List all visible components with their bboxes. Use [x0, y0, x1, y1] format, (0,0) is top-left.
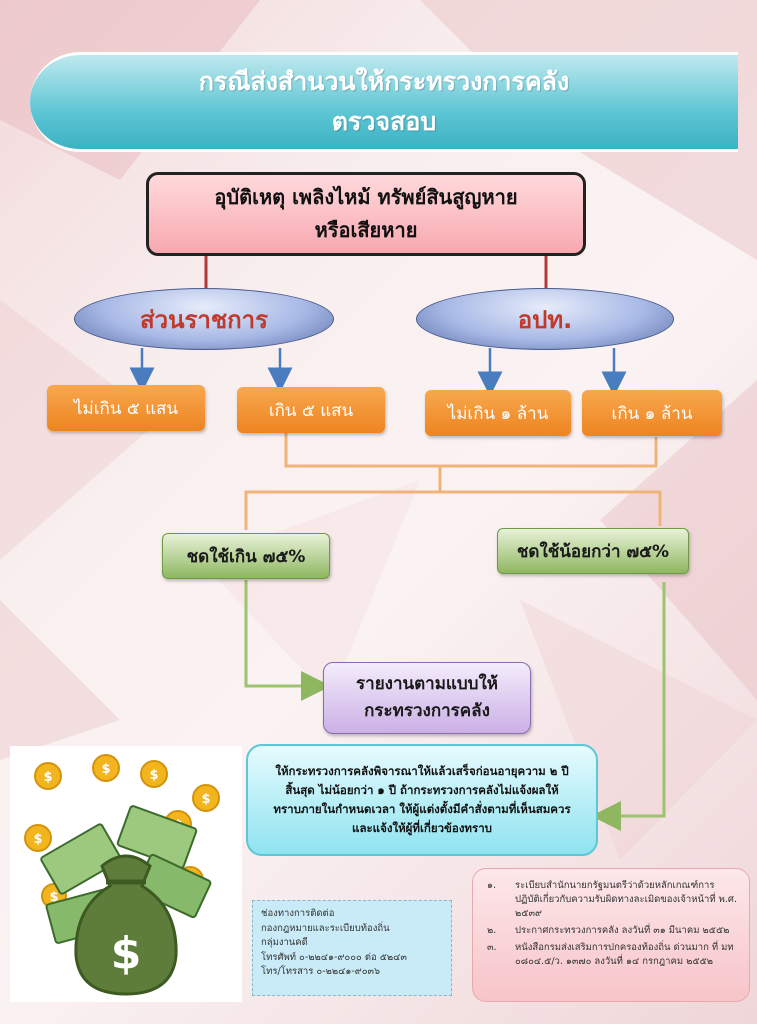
compensation-over-label: ชดใช้เกิน ๗๕% [186, 546, 306, 567]
category-government-agency: ส่วนราชการ [74, 288, 334, 350]
note-box: ให้กระทรวงการคลังพิจารณาให้แล้วเสร็จก่อน… [246, 744, 598, 856]
category-local-admin: อปท. [416, 288, 674, 350]
threshold-box-4: เกิน ๑ ล้าน [582, 390, 722, 436]
threshold-box-3: ไม่เกิน ๑ ล้าน [425, 390, 571, 436]
threshold-label-2: เกิน ๕ แสน [268, 400, 354, 421]
reference-number: ๓. [487, 942, 497, 953]
compensation-over-box: ชดใช้เกิน ๗๕% [162, 533, 330, 579]
reference-text: หนังสือกรมส่งเสริมการปกครองท้องถิ่น ด่วน… [515, 942, 734, 967]
contact-box: ช่องทางการติดต่อ กองกฎหมายและระเบียบท้อง… [252, 900, 452, 996]
reference-item: ๓. หนังสือกรมส่งเสริมการปกครองท้องถิ่น ด… [487, 941, 739, 969]
reference-text: ระเบียบสำนักนายกรัฐมนตรีว่าด้วยหลักเกณฑ์… [515, 880, 737, 919]
contact-line3: กลุ่มงานคดี [261, 937, 308, 948]
arrow-under-to-note [591, 582, 666, 831]
svg-text:$: $ [43, 770, 52, 785]
compensation-under-box: ชดใช้น้อยกว่า ๗๕% [497, 528, 689, 574]
note-line2: สิ้นสุด ไม่น้อยกว่า ๑ ปี ถ้ากระทรวงการคล… [285, 783, 559, 797]
bracket-split [244, 490, 662, 530]
references-box: ๑. ระเบียบสำนักนายกรัฐมนตรีว่าด้วยหลักเก… [472, 868, 750, 1002]
svg-text:$: $ [111, 928, 142, 979]
incident-line1: อุบัติเหตุ เพลิงไหม้ ทรัพย์สินสูญหาย [214, 185, 518, 209]
money-bag-icon: $$$ $$$ $$ $ [24, 754, 220, 996]
svg-text:$: $ [201, 792, 210, 807]
contact-line4: โทรศัพท์ ๐-๒๒๔๑-๙๐๐๐ ต่อ ๕๒๔๓ [261, 951, 407, 963]
arrow-over-to-report [244, 580, 331, 701]
note-line4: และแจ้งให้ผู้ที่เกี่ยวข้องทราบ [352, 821, 492, 835]
reference-text: ประกาศกระทรวงการคลัง ลงวันที่ ๓๑ มีนาคม … [515, 925, 730, 936]
contact-line5: โทร/โทรสาร ๐-๒๒๔๑-๙๐๓๖ [261, 966, 381, 977]
note-line3: ทราบภายในกำหนดเวลา ให้ผู้แต่งตั้งมีคำสั่… [273, 802, 571, 816]
report-box: รายงานตามแบบให้ กระทรวงการคลัง [323, 662, 531, 734]
title-line1: กรณีส่งสำนวนให้กระทรวงการคลัง [198, 67, 570, 96]
title-line2: ตรวจสอบ [331, 107, 437, 136]
threshold-label-1: ไม่เกิน ๕ แสน [73, 398, 179, 419]
category-left-label: ส่วนราชการ [139, 305, 269, 334]
report-line2: กระทรวงการคลัง [364, 701, 490, 721]
threshold-box-2: เกิน ๕ แสน [237, 387, 385, 433]
bracket-top [284, 433, 658, 468]
reference-number: ๒. [487, 925, 497, 936]
category-right-label: อปท. [517, 305, 573, 334]
reference-item: ๑. ระเบียบสำนักนายกรัฐมนตรีว่าด้วยหลักเก… [487, 879, 739, 921]
reference-number: ๑. [487, 880, 497, 891]
compensation-under-label: ชดใช้น้อยกว่า ๗๕% [516, 541, 670, 562]
svg-text:$: $ [149, 768, 158, 783]
report-line1: รายงานตามแบบให้ [356, 674, 498, 694]
svg-text:$: $ [33, 832, 42, 847]
note-line1: ให้กระทรวงการคลังพิจารณาให้แล้วเสร็จก่อน… [275, 764, 569, 778]
threshold-label-3: ไม่เกิน ๑ ล้าน [447, 403, 549, 424]
contact-line2: กองกฎหมายและระเบียบท้องถิ่น [261, 922, 390, 934]
title-banner: กรณีส่งสำนวนให้กระทรวงการคลัง ตรวจสอบ [30, 52, 738, 152]
incident-line2: หรือเสียหาย [314, 218, 418, 242]
svg-text:$: $ [101, 762, 110, 777]
money-illustration: $$$ $$$ $$ $ [10, 746, 242, 1002]
incident-box: อุบัติเหตุ เพลิงไหม้ ทรัพย์สินสูญหาย หรื… [146, 172, 586, 256]
contact-line1: ช่องทางการติดต่อ [261, 908, 335, 919]
threshold-box-1: ไม่เกิน ๕ แสน [47, 385, 205, 431]
svg-text:$: $ [49, 890, 58, 905]
threshold-label-4: เกิน ๑ ล้าน [611, 403, 693, 424]
reference-item: ๒. ประกาศกระทรวงการคลัง ลงวันที่ ๓๑ มีนา… [487, 924, 739, 938]
